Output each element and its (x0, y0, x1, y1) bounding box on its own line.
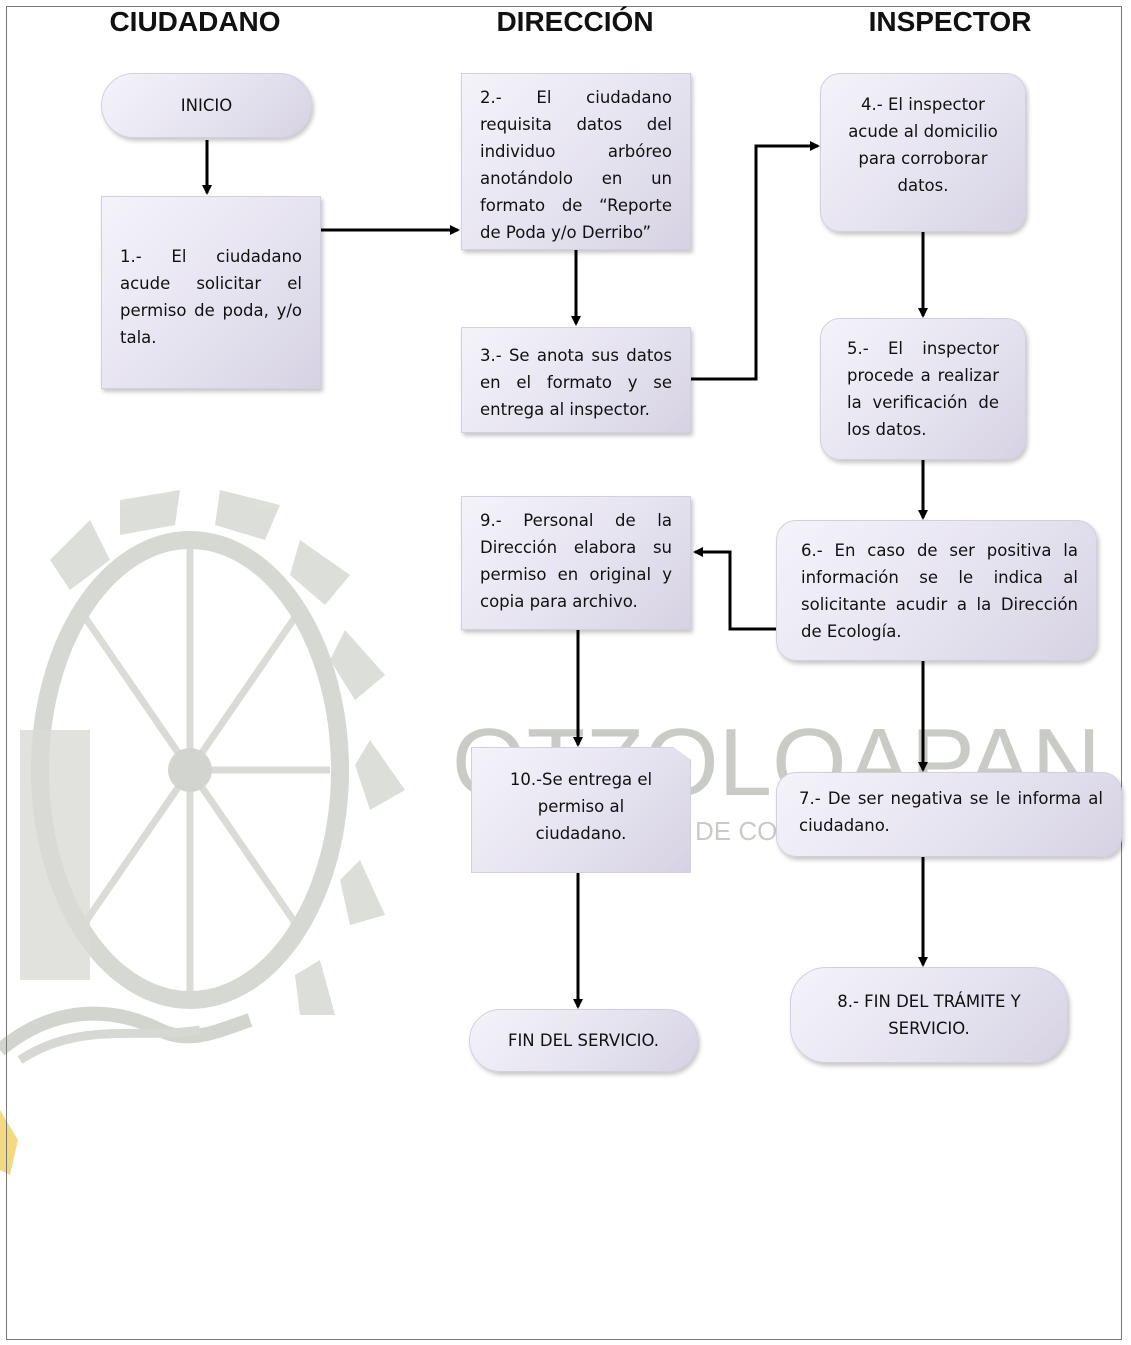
watermark-water (0, 1006, 253, 1056)
start-node: INICIO (101, 73, 312, 138)
page-frame (6, 6, 1122, 1340)
step-6-box: 6.- En caso de ser positiva la informaci… (776, 520, 1097, 661)
end-node-tramite: 8.- FIN DEL TRÁMITE Y SERVICIO. (790, 967, 1068, 1063)
step-2-box: 2.- El ciudadano requisita datos del ind… (461, 73, 691, 250)
arrow-6-to-9 (693, 547, 776, 631)
step-7-box: 7.- De ser negativa se le informa al ciu… (776, 772, 1122, 857)
lane-title-inspector: INSPECTOR (868, 6, 1032, 37)
lane-title-direccion: DIRECCIÓN (496, 6, 654, 37)
lane-title-ciudadano: CIUDADANO (109, 6, 281, 37)
step-9-box: 9.- Personal de la Dirección elabora su … (461, 496, 691, 630)
watermark-wheel-hub (168, 748, 212, 792)
step-4-box: 4.- El inspector acude al domicilio para… (820, 73, 1026, 232)
step-1-box: 1.- El ciudadano acude solicitar el perm… (101, 196, 321, 389)
watermark-wheel-spokes (77, 545, 330, 995)
step-5-box: 5.- El inspector procede a realizar la v… (820, 318, 1026, 460)
watermark-mill-post (20, 730, 90, 980)
step-3-box: 3.- Se anota sus datos en el formato y s… (461, 327, 691, 433)
watermark-yellow-mark (0, 1110, 18, 1175)
step-10-box: 10.-Se entrega el permiso al ciudadano. (471, 747, 691, 873)
end-node-servicio: FIN DEL SERVICIO. (469, 1009, 698, 1072)
watermark-wheel-paddles (50, 490, 405, 1015)
watermark-subtext: DE CO (695, 816, 777, 846)
arrow-3-to-4 (691, 141, 820, 381)
